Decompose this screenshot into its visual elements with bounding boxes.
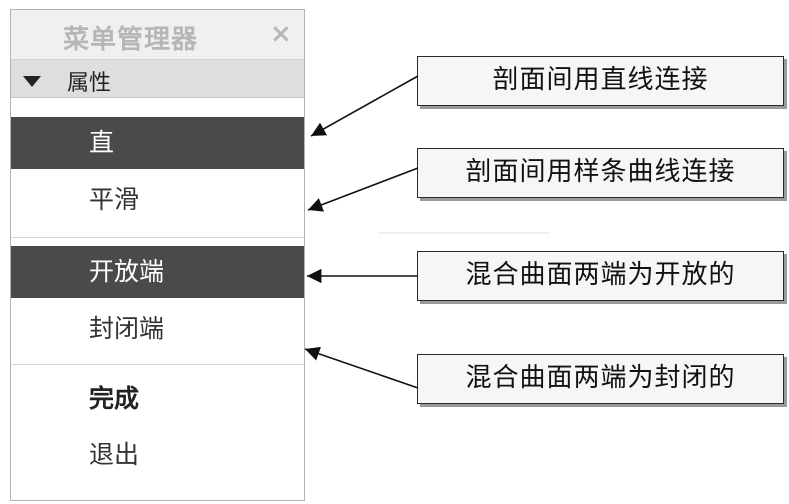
- menu-item-done[interactable]: 完成: [89, 384, 140, 413]
- arrow-smooth: [307, 167, 419, 212]
- callout-smooth: 剖面间用样条曲线连接: [417, 148, 784, 198]
- menu-manager-header: 菜单管理器 ×: [11, 10, 304, 60]
- callout-closed-ends: 混合曲面两端为封闭的: [417, 354, 784, 404]
- arrow-closed-ends: [304, 346, 419, 389]
- triangle-down-icon: [23, 76, 41, 87]
- menu-divider: [11, 364, 304, 365]
- menu-divider: [11, 237, 304, 238]
- background-line: [378, 232, 550, 234]
- callout-straight: 剖面间用直线连接: [417, 56, 784, 106]
- callout-open-ends: 混合曲面两端为开放的: [417, 251, 784, 301]
- menu-item-closed-ends[interactable]: 封闭端: [89, 314, 165, 343]
- section-label: 属性: [67, 71, 112, 96]
- menu-manager-title: 菜单管理器: [63, 25, 199, 55]
- menu-item-open-ends[interactable]: 开放端: [11, 246, 304, 298]
- menu-item-straight[interactable]: 直: [11, 117, 304, 169]
- menu-item-smooth[interactable]: 平滑: [89, 185, 140, 214]
- section-header-properties[interactable]: 属性: [11, 60, 304, 98]
- menu-manager-panel: 菜单管理器 × 属性 直 平滑 开放端 封闭端 完成 退出: [10, 9, 305, 501]
- close-icon[interactable]: ×: [270, 19, 292, 49]
- arrow-straight: [310, 75, 419, 137]
- menu-item-quit[interactable]: 退出: [89, 440, 140, 469]
